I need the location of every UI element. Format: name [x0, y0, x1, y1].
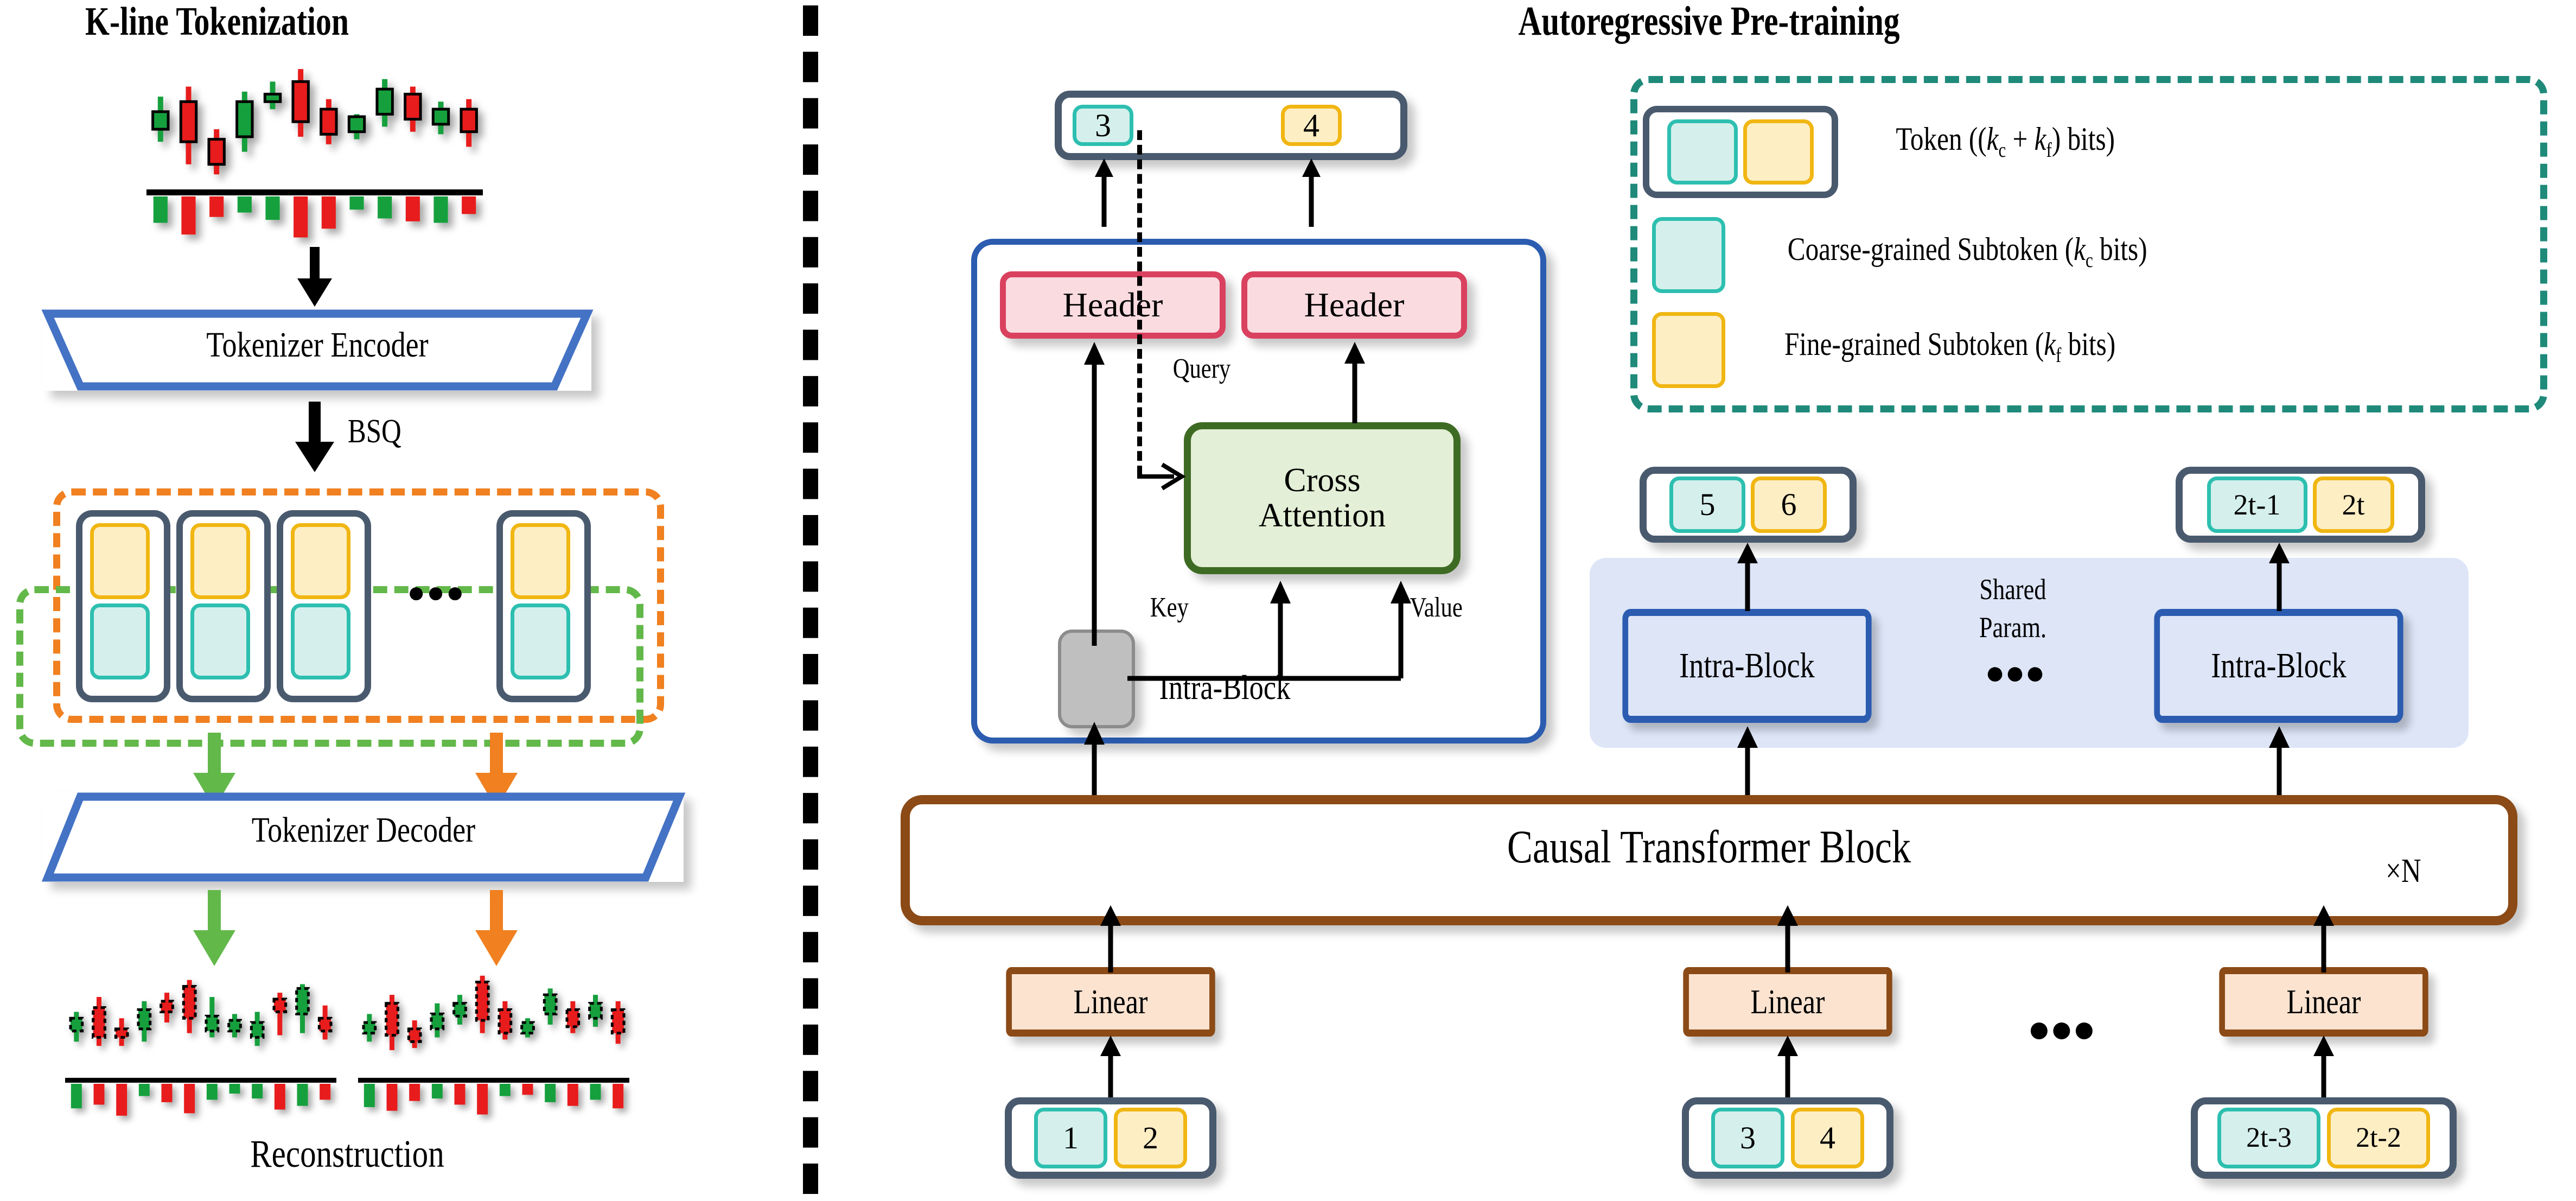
tokenizer-encoder-box[interactable]: Tokenizer Encoder: [41, 309, 594, 391]
linear-box-3[interactable]: Linear: [2219, 967, 2428, 1037]
input-token-box-second[interactable]: 3 4: [1682, 1097, 1893, 1179]
output-token-box-mid[interactable]: 5 6: [1640, 467, 1857, 543]
legend-swatch-coarse: [1652, 217, 1725, 293]
input-coarse-subtoken-3: 3: [1711, 1108, 1784, 1168]
reconstruction-label: Reconstruction: [250, 1132, 444, 1175]
fine-subtoken: [90, 523, 150, 599]
arrow-intrablock2-to-token2t: [2269, 543, 2290, 611]
fine-subtoken: [291, 523, 350, 599]
causal-transformer-block-label: Causal Transformer Block: [1507, 821, 1911, 873]
arrow-decoder-to-recon-a: [193, 890, 235, 966]
input-coarse-subtoken-2t-3: 2t-3: [2217, 1108, 2320, 1168]
output-token-box-last[interactable]: 2t-1 2t: [2176, 467, 2425, 543]
token-column-2[interactable]: [176, 510, 271, 702]
key-value-branch-lines: [1127, 581, 1411, 681]
arrow-causal-to-intrablock2: [2269, 726, 2290, 798]
intra-block-detail-label: Intra-Block: [1159, 668, 1291, 707]
arrow-token34-to-linear2: [1777, 1035, 1798, 1098]
tokenizer-decoder-box[interactable]: Tokenizer Decoder: [41, 792, 686, 882]
arrow-linear3-to-causal: [2313, 905, 2334, 973]
coarse-subtoken: [190, 603, 250, 679]
left-panel-title: K-line Tokenization: [85, 0, 349, 44]
arrow-causal-to-intrablock1: [1737, 726, 1758, 798]
cross-attention-label-line2: Attention: [1258, 497, 1386, 534]
arrow-gray-to-header-coarse: [1084, 342, 1105, 646]
coarse-subtoken: [291, 603, 350, 679]
legend-box: [1630, 76, 2547, 412]
fine-subtoken: [511, 523, 570, 599]
arrow-linear1-to-causal: [1100, 905, 1121, 973]
output-token-box-top[interactable]: 3 4: [1055, 91, 1407, 160]
output-fine-subtoken-2t: 2t: [2312, 476, 2394, 533]
query-arrowhead: [1137, 462, 1186, 491]
coarse-subtoken: [511, 603, 570, 679]
token-group-orange-dashed-box: [53, 488, 664, 723]
legend-label-token: Token ((kc + kf) bits): [1896, 121, 2115, 162]
shared-param-label-line1: Shared: [1979, 573, 2046, 606]
legend-swatch-token: [1643, 106, 1838, 198]
output-fine-subtoken-4: 4: [1281, 105, 1342, 146]
cross-attention-box[interactable]: Cross Attention: [1184, 422, 1461, 574]
query-dashed-path: [1137, 130, 1142, 475]
reconstruction-chart-a: [65, 971, 336, 1123]
legend-swatch-fine: [1652, 312, 1725, 388]
input-fine-subtoken-4: 4: [1791, 1108, 1864, 1168]
linear-row-ellipsis: ● ● ●: [2027, 1007, 2096, 1051]
arrow-chart-to-encoder: [297, 247, 332, 307]
causal-block-repeat-label: ×N: [2386, 853, 2421, 889]
output-coarse-subtoken-5: 5: [1669, 476, 1745, 533]
tokenizer-decoder-label: Tokenizer Decoder: [251, 810, 476, 850]
panel-divider: [803, 5, 818, 1194]
arrow-crossattn-to-header-fine: [1344, 342, 1365, 423]
arrow-tokenlast-to-linear3: [2313, 1035, 2334, 1098]
arrow-causal-to-intrablock-detail: [1084, 722, 1105, 798]
intra-block-box-2[interactable]: Intra-Block: [2154, 609, 2403, 723]
shared-param-ellipsis: ● ● ●: [1985, 654, 2045, 691]
causal-transformer-block[interactable]: [901, 795, 2517, 925]
header-box-coarse[interactable]: Header: [1000, 271, 1226, 339]
input-coarse-subtoken-1: 1: [1034, 1108, 1107, 1168]
header-box-fine[interactable]: Header: [1241, 271, 1467, 339]
output-fine-subtoken-6: 6: [1751, 476, 1827, 533]
input-token-box-last[interactable]: 2t-3 2t-2: [2191, 1097, 2457, 1179]
legend-coarse-swatch: [1667, 119, 1738, 185]
arrow-intrablock1-to-token56: [1737, 543, 1758, 611]
intra-block-box-1[interactable]: Intra-Block: [1622, 609, 1872, 723]
linear-box-2[interactable]: Linear: [1683, 967, 1892, 1037]
arrow-decoder-to-recon-b: [475, 890, 518, 966]
output-coarse-subtoken-2t-1: 2t-1: [2207, 476, 2307, 533]
bsq-label: BSQ: [347, 413, 401, 450]
cross-attention-label-line1: Cross: [1284, 461, 1361, 499]
input-token-box-first[interactable]: 1 2: [1005, 1097, 1216, 1179]
arrow-header1-to-output: [1095, 158, 1113, 227]
right-panel-title: Autoregressive Pre-training: [1518, 0, 1900, 44]
source-candlestick-chart: [146, 64, 483, 243]
reconstruction-chart-b: [358, 971, 629, 1123]
token-ellipsis: ● ● ●: [407, 576, 464, 609]
input-fine-subtoken-2: 2: [1114, 1108, 1187, 1168]
legend-label-fine: Fine-grained Subtoken (kf bits): [1784, 326, 2116, 367]
arrow-header2-to-output: [1302, 158, 1321, 227]
input-fine-subtoken-2t-2: 2t-2: [2327, 1108, 2430, 1168]
shared-param-label-line2: Param.: [1979, 611, 2047, 644]
arrow-fine-to-decoder: [475, 733, 518, 809]
token-column-last[interactable]: [496, 510, 591, 702]
linear-box-1[interactable]: Linear: [1006, 967, 1215, 1037]
arrow-coarse-to-decoder: [193, 733, 235, 809]
arrow-token12-to-linear1: [1100, 1035, 1121, 1098]
fine-subtoken: [190, 523, 250, 599]
token-column-1[interactable]: [76, 510, 170, 702]
key-label: Key: [1150, 592, 1189, 623]
token-column-3[interactable]: [277, 510, 371, 702]
arrow-encoder-to-tokens: [295, 402, 334, 472]
legend-fine-swatch: [1743, 119, 1814, 185]
output-coarse-subtoken-3: 3: [1073, 105, 1133, 146]
arrow-linear2-to-causal: [1777, 905, 1798, 973]
query-label: Query: [1172, 353, 1231, 384]
legend-label-coarse: Coarse-grained Subtoken (kc bits): [1787, 231, 2147, 272]
tokenizer-encoder-label: Tokenizer Encoder: [206, 325, 429, 365]
coarse-subtoken: [90, 603, 150, 679]
value-label: Value: [1410, 592, 1463, 623]
